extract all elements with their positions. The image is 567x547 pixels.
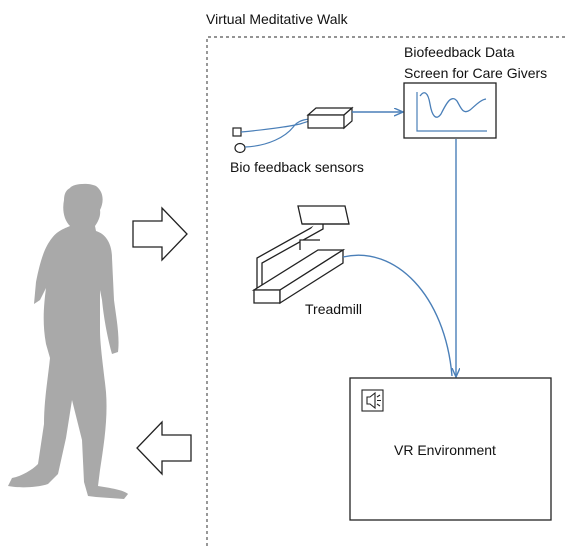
speaker-icon xyxy=(361,389,384,412)
system-boundary xyxy=(206,36,566,546)
biofeedback-screen-label-line2: Screen for Care Givers xyxy=(404,65,548,81)
treadmill-to-vr-connector xyxy=(342,254,453,377)
biofeedback-screen-label: Biofeedback Data Screen for Care Givers xyxy=(404,42,547,84)
biofeedback-sensors-label: Bio feedback sensors xyxy=(230,159,364,175)
biofeedback-monitor-icon xyxy=(403,82,497,139)
block-arrow-left-icon xyxy=(136,420,192,476)
treadmill-icon xyxy=(251,205,350,305)
vr-environment-label: VR Environment xyxy=(394,442,496,458)
treadmill-label: Treadmill xyxy=(305,301,363,317)
biofeedback-sensors-icon xyxy=(232,106,354,154)
person-silhouette-icon xyxy=(8,183,128,500)
diagram-title: Virtual Meditative Walk xyxy=(206,11,348,27)
block-arrow-right-icon xyxy=(132,206,188,262)
biofeedback-screen-label-line1: Biofeedback Data xyxy=(404,44,515,60)
